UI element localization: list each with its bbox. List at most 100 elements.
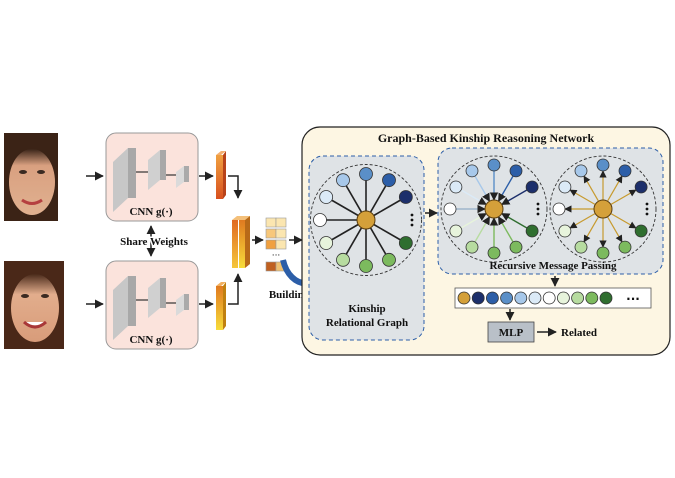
graph-edge — [606, 175, 623, 202]
graph-edge — [569, 212, 596, 229]
message-passing-graph-1 — [440, 155, 548, 263]
graph-node — [313, 213, 327, 227]
graph-node — [596, 246, 610, 260]
face-image-top — [4, 133, 58, 221]
graph-node — [487, 158, 501, 172]
share-weights-label: Share Weights — [120, 236, 188, 248]
graph-node — [525, 180, 539, 194]
graph-edge — [501, 212, 528, 229]
kinship-graph-label-line1: Kinship — [348, 303, 385, 315]
concatenated-feature — [232, 216, 250, 268]
sequence-ellipsis: ··· — [626, 292, 640, 306]
graph-edge — [583, 175, 600, 202]
sequence-node — [471, 291, 485, 305]
graph-node — [552, 202, 566, 216]
node-sequence — [457, 291, 613, 305]
graph-ellipsis-dot — [536, 202, 540, 206]
graph-center-node — [484, 199, 504, 219]
graph-node — [596, 158, 610, 172]
mlp-box — [487, 321, 535, 343]
graph-node — [574, 240, 588, 254]
graph-ellipsis-dot — [536, 207, 540, 211]
graph-node — [382, 252, 396, 267]
cnn-box-top — [105, 132, 199, 222]
sequence-node — [571, 291, 584, 305]
graph-center-node — [593, 199, 613, 219]
graph-node — [465, 240, 479, 254]
feature-vector-top — [216, 151, 226, 199]
graph-edge — [460, 189, 487, 206]
feature-cubes: ··· — [265, 217, 287, 272]
graph-ellipsis-dot — [645, 207, 649, 211]
graph-edge — [610, 189, 637, 206]
graph-edge — [569, 189, 596, 206]
graph-ellipsis-dot — [410, 223, 414, 227]
graph-edge — [474, 175, 491, 202]
graph-node — [449, 180, 463, 194]
graph-node — [398, 190, 413, 204]
sequence-node — [500, 291, 514, 305]
graph-edge — [474, 216, 491, 243]
face-image-bottom — [4, 261, 64, 349]
graph-node — [574, 164, 588, 178]
graph-node — [382, 173, 396, 188]
graph-node — [359, 259, 373, 273]
graph-boundary — [440, 155, 548, 263]
graph-ellipsis-dot — [410, 218, 414, 222]
arrow-top-feature-to-concat — [228, 175, 243, 199]
graph-edge — [497, 175, 514, 202]
graph-node — [336, 173, 350, 188]
graph-node — [336, 252, 350, 267]
graph-node — [465, 164, 479, 178]
graph-node — [558, 224, 572, 238]
graph-edge — [369, 185, 387, 213]
graph-node — [398, 236, 413, 250]
graph-edge — [373, 199, 401, 217]
graph-node — [618, 240, 632, 254]
graph-edge — [460, 212, 487, 229]
sequence-node — [542, 291, 556, 305]
graph-edge — [606, 216, 623, 243]
sequence-node — [514, 291, 528, 305]
mlp-label: MLP — [499, 327, 524, 339]
graph-node — [359, 167, 373, 181]
graph-node — [618, 164, 632, 178]
graph-edge — [331, 199, 359, 217]
sequence-node — [528, 291, 542, 305]
svg-text:···: ··· — [272, 251, 281, 261]
graph-ellipsis-dot — [645, 212, 649, 216]
sequence-node — [485, 291, 499, 305]
sequence-node — [585, 291, 599, 305]
sequence-node — [599, 291, 613, 305]
graph-node — [525, 224, 539, 238]
graph-node — [509, 164, 523, 178]
feature-vector-bottom — [216, 282, 226, 330]
graph-node — [558, 180, 572, 194]
graph-node — [634, 180, 648, 194]
message-passing-graph-2 — [549, 155, 657, 263]
sequence-node — [457, 291, 471, 305]
graph-edge — [345, 185, 363, 213]
graph-center-node — [356, 210, 376, 230]
cnn-label-bottom: CNN g(·) — [129, 334, 172, 346]
recursive-label: Recursive Message Passing — [489, 260, 617, 272]
graph-node — [319, 190, 334, 204]
graph-ellipsis-dot — [410, 213, 414, 217]
output-label: Related — [561, 327, 597, 339]
arrow-bottom-feature-to-concat — [228, 273, 243, 305]
graph-node — [509, 240, 523, 254]
kinship-graph — [310, 164, 422, 276]
graph-edge — [345, 227, 363, 255]
graph-ellipsis-dot — [645, 202, 649, 206]
graph-edge — [501, 189, 528, 206]
graph-node — [634, 224, 648, 238]
graph-node — [487, 246, 501, 260]
graph-boundary — [549, 155, 657, 263]
graph-edge — [583, 216, 600, 243]
graph-boundary — [310, 164, 422, 276]
graph-node — [449, 224, 463, 238]
graph-node — [443, 202, 457, 216]
cnn-box-bottom — [105, 260, 199, 350]
graph-edge — [610, 212, 637, 229]
